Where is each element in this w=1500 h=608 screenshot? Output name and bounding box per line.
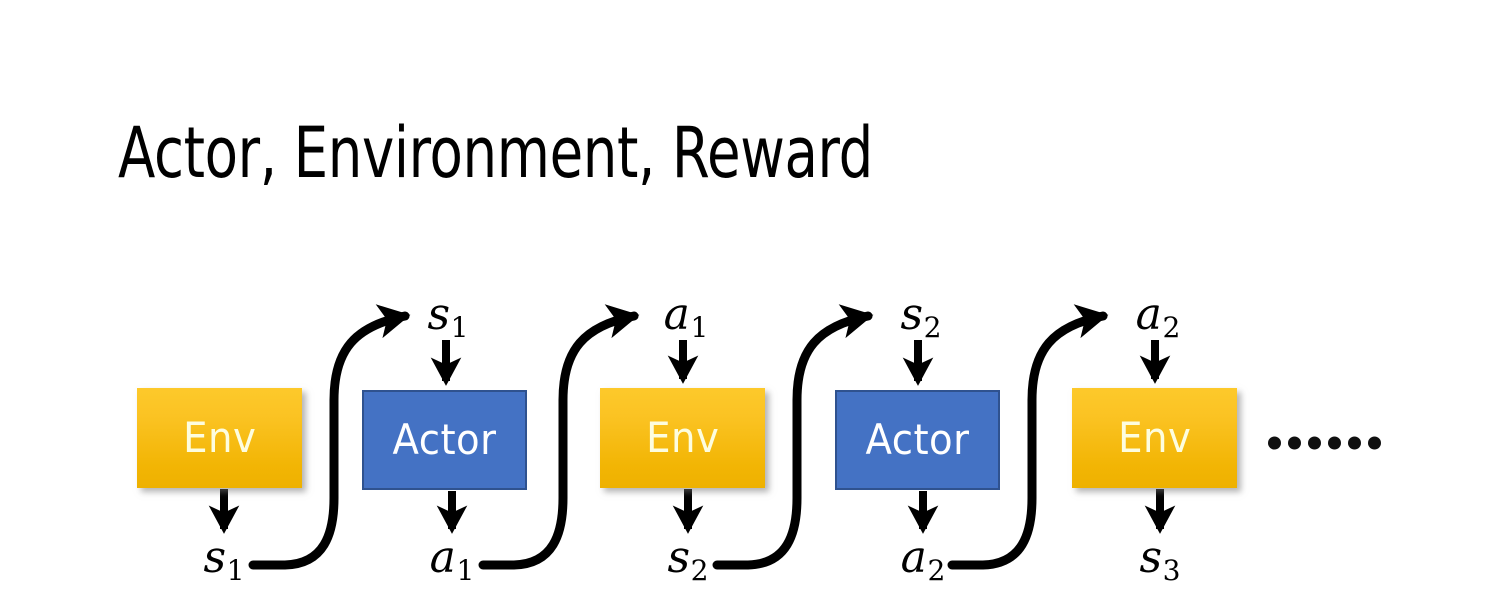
- node-label: Env: [645, 413, 720, 462]
- out-of-node-arrow-group: [208, 489, 1176, 534]
- ellipsis-dot: [1328, 436, 1341, 450]
- subscript: 1: [690, 311, 709, 345]
- dot-group-1: [1268, 436, 1321, 450]
- node-actor-2[interactable]: Actor: [835, 390, 1000, 490]
- subscript: 3: [1162, 554, 1181, 588]
- input-label-a1: a1: [664, 293, 709, 343]
- ellipsis-dot: [1268, 436, 1281, 450]
- symbol: s: [1139, 532, 1163, 584]
- ellipsis-dot: [1348, 436, 1361, 450]
- node-env-3[interactable]: Env: [1072, 388, 1237, 488]
- subscript: 2: [690, 554, 709, 588]
- input-label-s2: s2: [900, 293, 941, 343]
- node-label: Env: [1117, 413, 1192, 462]
- dot-group-2: [1328, 436, 1381, 450]
- output-label-a1: a1: [430, 536, 475, 586]
- output-label-s3: s3: [1139, 536, 1180, 586]
- subscript: 2: [927, 554, 946, 588]
- into-node-arrow-group: [430, 340, 1171, 386]
- symbol: s: [900, 289, 924, 341]
- node-actor-1[interactable]: Actor: [362, 390, 527, 490]
- subscript: 2: [923, 311, 942, 345]
- node-label: Actor: [392, 415, 497, 464]
- symbol: s: [203, 532, 227, 584]
- ellipsis-dot: [1368, 436, 1381, 450]
- page-title: Actor, Environment, Reward: [118, 112, 873, 194]
- ellipsis-dot: [1288, 436, 1301, 450]
- node-env-1[interactable]: Env: [137, 388, 302, 488]
- subscript: 2: [1162, 311, 1181, 345]
- node-label: Actor: [865, 415, 970, 464]
- input-label-s1: s1: [427, 293, 468, 343]
- output-label-s2: s2: [667, 536, 708, 586]
- symbol: a: [429, 532, 456, 584]
- symbol: a: [1135, 289, 1162, 341]
- subscript: 1: [450, 311, 469, 345]
- output-label-s1: s1: [203, 536, 244, 586]
- ellipsis-dot: [1308, 436, 1321, 450]
- subscript: 1: [226, 554, 245, 588]
- symbol: s: [427, 289, 451, 341]
- node-label: Env: [182, 413, 257, 462]
- node-env-2[interactable]: Env: [600, 388, 765, 488]
- output-label-a2: a2: [901, 536, 946, 586]
- subscript: 1: [456, 554, 475, 588]
- symbol: a: [900, 532, 927, 584]
- input-label-a2: a2: [1136, 293, 1181, 343]
- symbol: a: [663, 289, 690, 341]
- symbol: s: [667, 532, 691, 584]
- continuation-ellipsis: [1268, 436, 1381, 450]
